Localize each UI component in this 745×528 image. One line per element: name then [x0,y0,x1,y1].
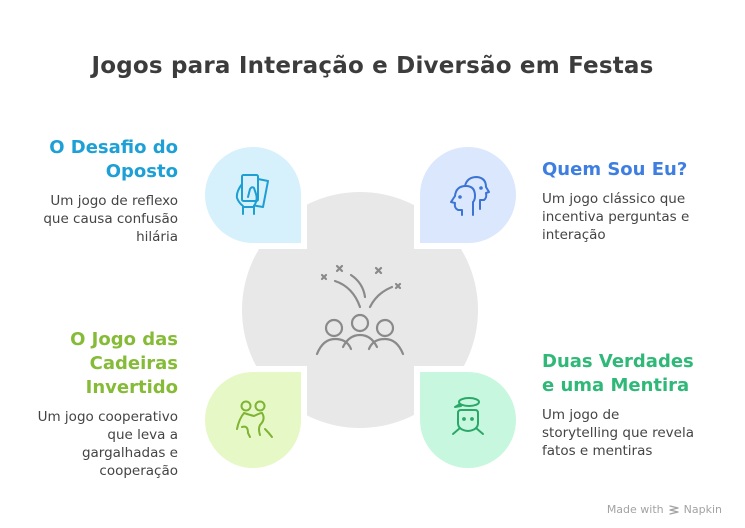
tile-jogo-das-cadeiras [205,372,301,468]
tile-duas-verdades [420,372,516,468]
page-title: Jogos para Interação e Diversão em Festa… [91,53,654,79]
person-thinking-bubble-icon [452,397,484,435]
napkin-logo-icon [668,504,679,515]
party-celebration-icon [315,264,405,356]
napkin-brand-label: Napkin [683,503,722,516]
item-title: Quem Sou Eu? [542,159,688,180]
tile-quem-sou-eu [420,147,516,243]
hand-holding-cards-icon [235,174,269,215]
made-with-label: Made with [606,503,664,516]
made-with-napkin-badge[interactable]: Made with Napkin [607,503,722,516]
tile-desafio-do-oposto [205,147,301,243]
two-heads-icon [450,176,490,216]
two-people-holding-hands-icon [236,400,273,438]
